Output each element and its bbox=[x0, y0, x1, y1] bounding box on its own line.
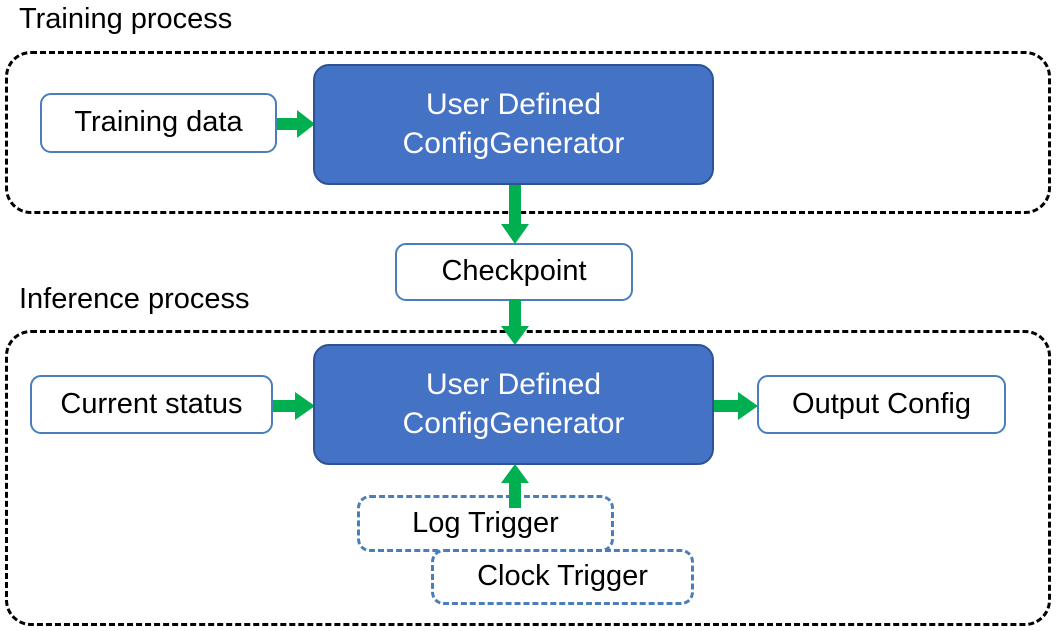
inference-process-title: Inference process bbox=[19, 283, 250, 315]
node-training-config-generator-label-line2: ConfigGenerator bbox=[402, 126, 625, 160]
node-clock-trigger-label: Clock Trigger bbox=[477, 560, 648, 593]
node-training-config-generator-label-line1: User Defined bbox=[425, 88, 602, 122]
node-inference-config-generator-label-line2: ConfigGenerator bbox=[402, 406, 625, 440]
node-training-config-generator[interactable]: User Defined ConfigGenerator bbox=[313, 64, 714, 185]
arrow-triggers-to-generator bbox=[500, 464, 530, 508]
node-log-trigger-label: Log Trigger bbox=[412, 506, 559, 539]
node-checkpoint-label: Checkpoint bbox=[441, 255, 587, 288]
arrow-checkpoint-to-inference-generator bbox=[500, 299, 530, 347]
training-process-title: Training process bbox=[19, 3, 233, 35]
node-clock-trigger[interactable]: Clock Trigger bbox=[431, 549, 694, 605]
node-checkpoint[interactable]: Checkpoint bbox=[395, 243, 633, 301]
node-current-status[interactable]: Current status bbox=[30, 375, 273, 434]
node-output-config-label: Output Config bbox=[792, 387, 971, 420]
arrow-current-status-to-generator bbox=[273, 390, 317, 422]
arrow-training-data-to-generator bbox=[277, 108, 317, 140]
node-inference-config-generator-label-line1: User Defined bbox=[425, 368, 602, 402]
node-training-data-label: Training data bbox=[74, 106, 243, 139]
node-output-config[interactable]: Output Config bbox=[757, 375, 1006, 434]
inference-process-group bbox=[5, 330, 1051, 626]
arrow-generator-to-output-config bbox=[714, 390, 760, 422]
arrow-generator-to-checkpoint bbox=[500, 184, 530, 246]
node-current-status-label: Current status bbox=[60, 387, 243, 420]
node-training-data[interactable]: Training data bbox=[40, 93, 277, 153]
training-process-group bbox=[5, 51, 1051, 214]
node-log-trigger[interactable]: Log Trigger bbox=[357, 495, 614, 552]
node-inference-config-generator[interactable]: User Defined ConfigGenerator bbox=[313, 344, 714, 465]
